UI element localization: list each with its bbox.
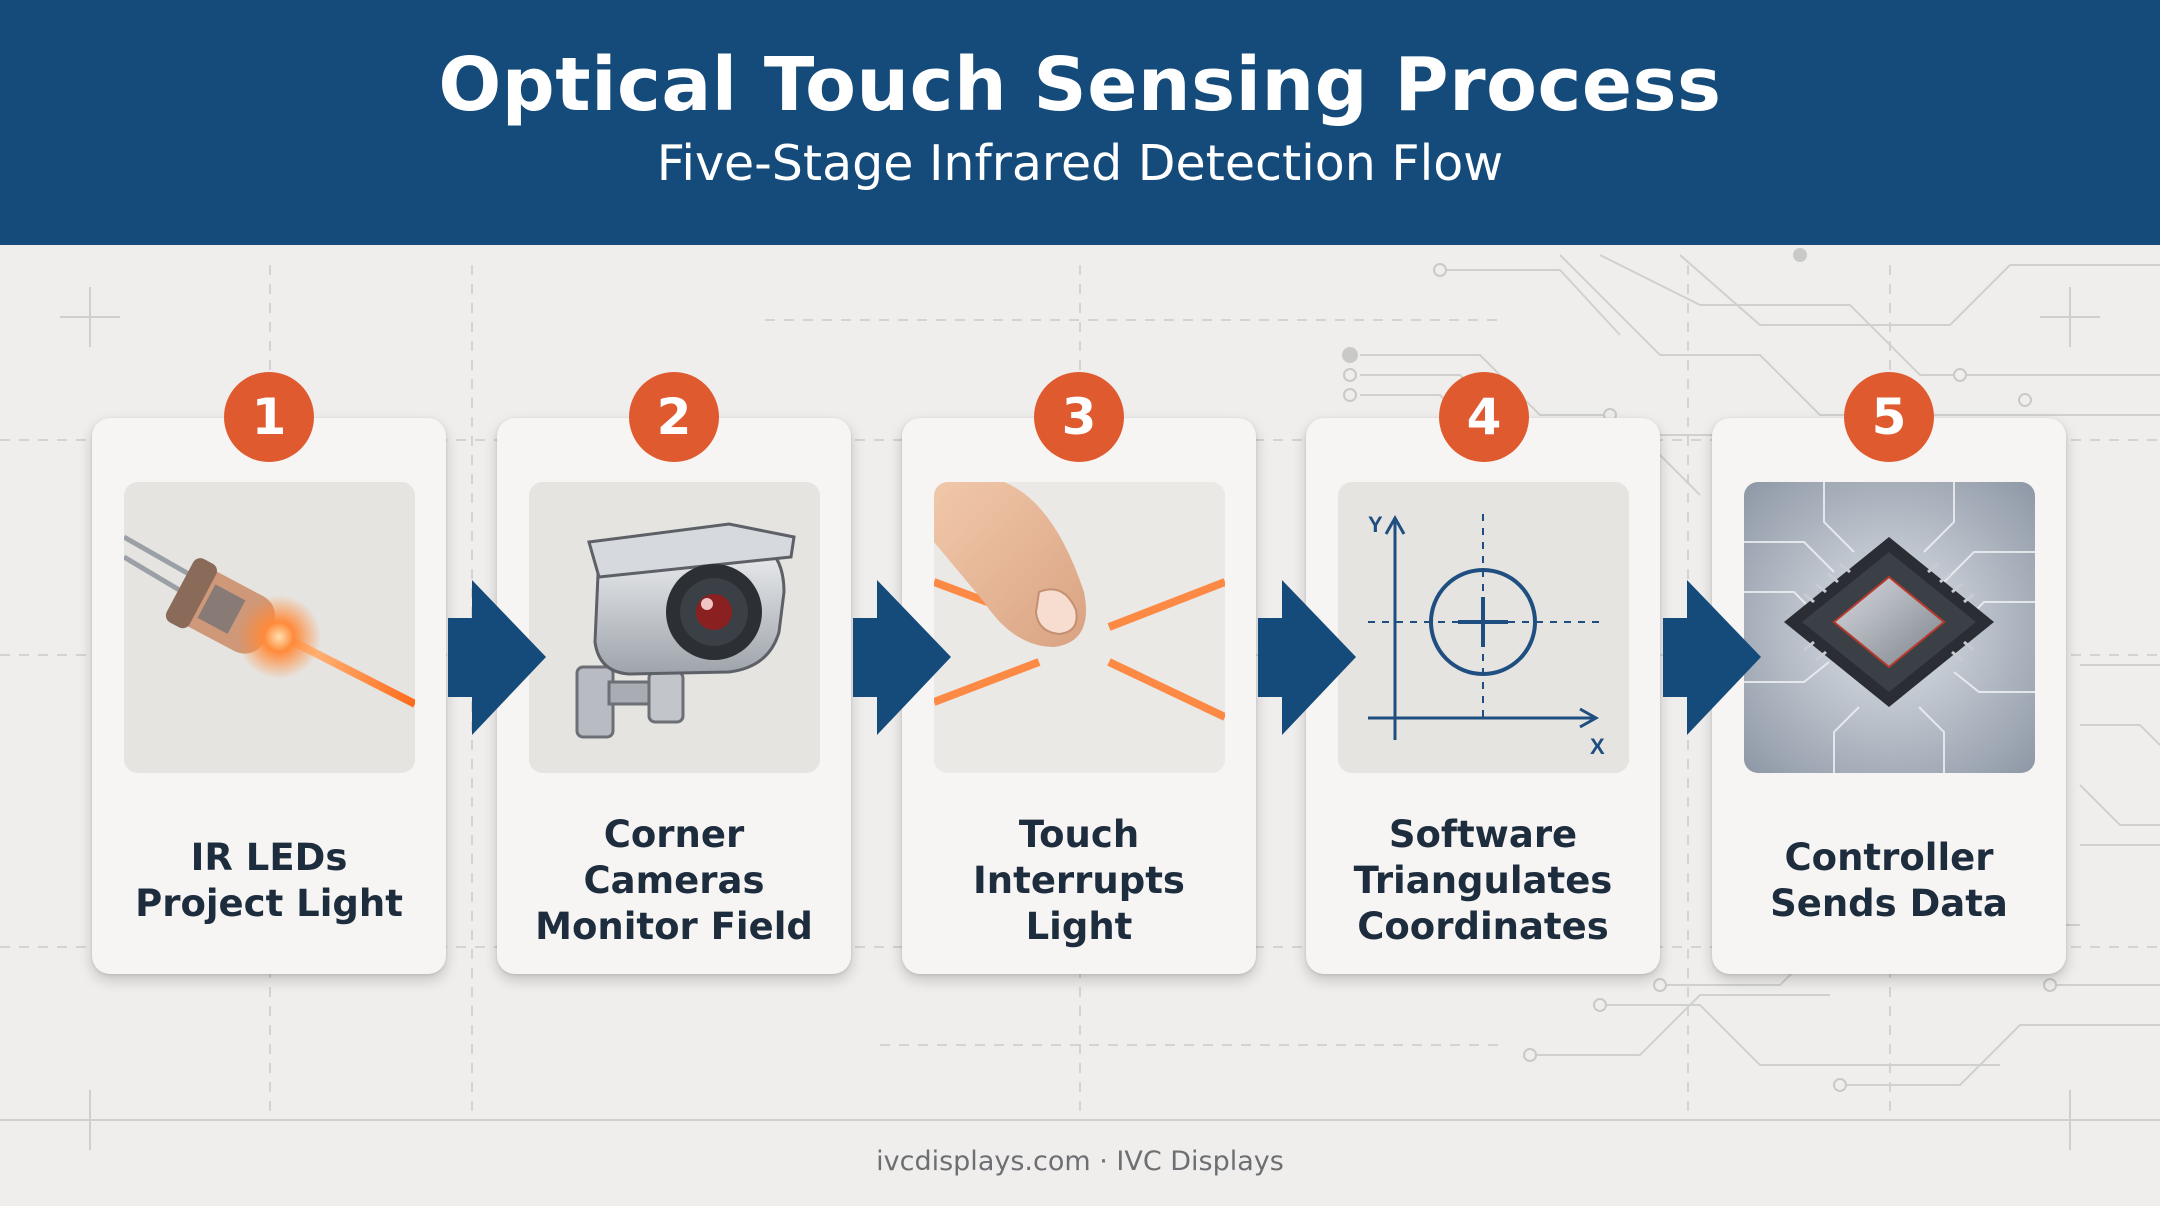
microchip-icon (1744, 482, 2035, 773)
page-title: Optical Touch Sensing Process (438, 42, 1722, 128)
camera-icon (529, 482, 820, 773)
step-label-4: Software Triangulates Coordinates (1353, 813, 1613, 948)
step-card-3: Touch Interrupts Light (902, 418, 1256, 974)
step-label-2: Corner Cameras Monitor Field (535, 813, 813, 948)
step-badge-5: 5 (1844, 372, 1934, 462)
y-axis-label: Y (1368, 512, 1383, 537)
finger-touch-icon (934, 482, 1225, 773)
flow-arrow-2 (853, 580, 951, 735)
step-badge-4: 4 (1439, 372, 1529, 462)
header-banner: Optical Touch Sensing Process Five-Stage… (0, 0, 2160, 245)
step-badge-2: 2 (629, 372, 719, 462)
step-card-4: Y X Software Triangulates Coordinates (1306, 418, 1660, 974)
step-label-5: Controller Sends Data (1770, 836, 2008, 925)
x-axis-label: X (1590, 734, 1605, 759)
ir-led-icon (124, 482, 415, 773)
flow-arrow-3 (1258, 580, 1356, 735)
step-label-3: Touch Interrupts Light (973, 813, 1185, 948)
step-card-5: Controller Sends Data (1712, 418, 2066, 974)
step-badge-1: 1 (224, 372, 314, 462)
page-subtitle: Five-Stage Infrared Detection Flow (656, 135, 1504, 192)
step-card-1: IR LEDs Project Light (92, 418, 446, 974)
step-badge-3: 3 (1034, 372, 1124, 462)
flow-arrow-1 (448, 580, 546, 735)
flow-arrow-4 (1663, 580, 1761, 735)
footer-credit: ivcdisplays.com · IVC Displays (876, 1146, 1284, 1177)
step-card-2: Corner Cameras Monitor Field (497, 418, 851, 974)
step-label-1: IR LEDs Project Light (135, 836, 403, 925)
crosshair-graph-icon: Y X (1338, 482, 1629, 773)
